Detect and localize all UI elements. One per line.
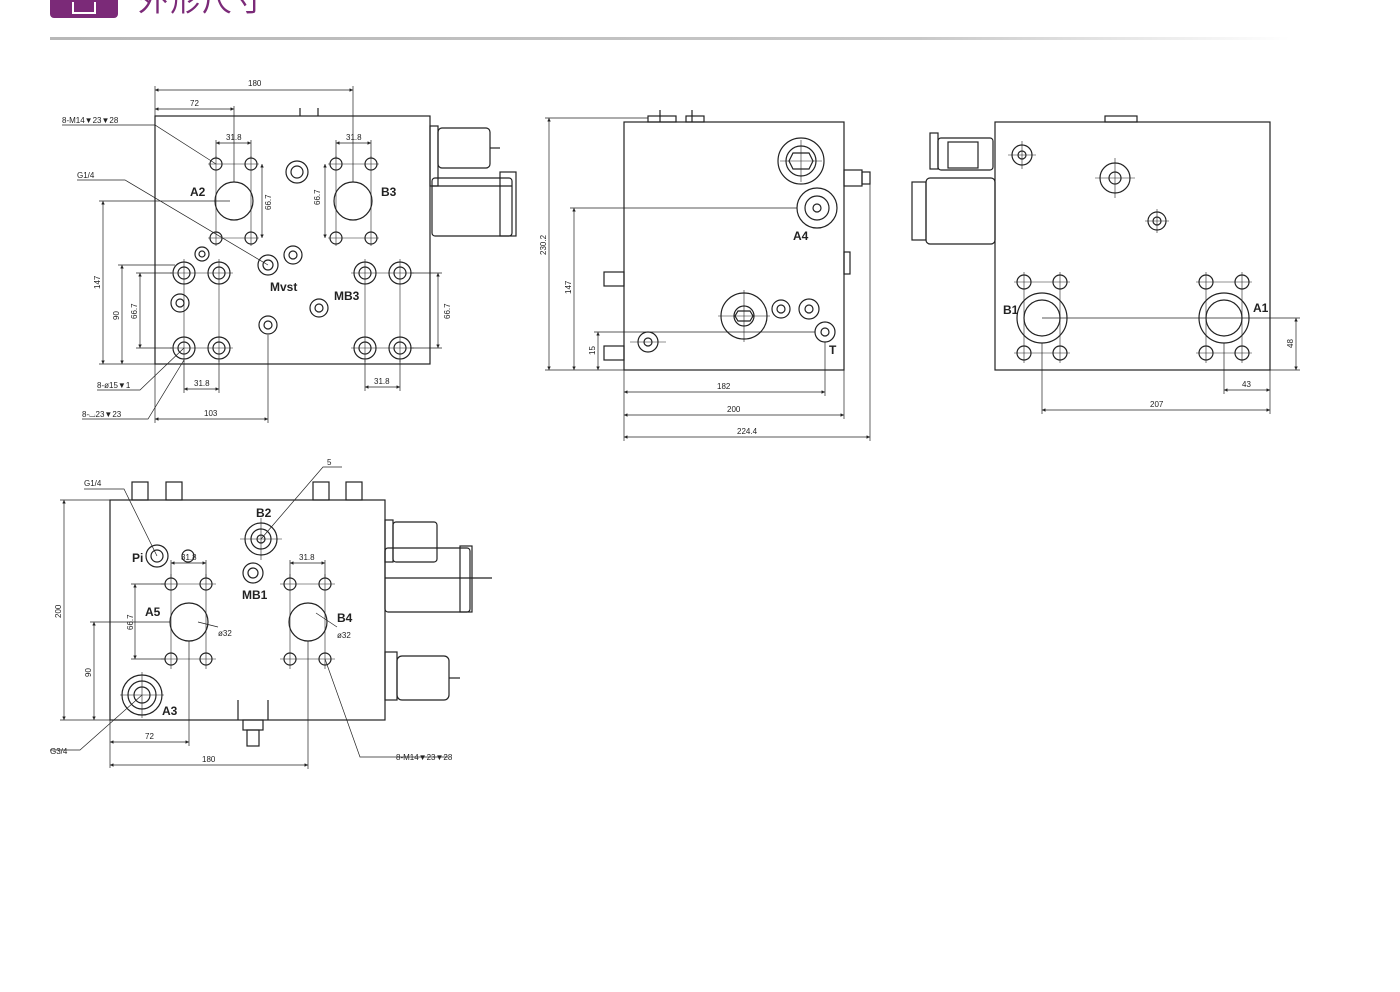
- side-dim-230-2: 230.2: [539, 234, 548, 255]
- top-dim-72: 72: [145, 732, 154, 741]
- top-dim-phi32-b: ø32: [337, 631, 351, 640]
- page-title: 外形尺寸: [138, 0, 266, 19]
- side-dim-147: 147: [564, 280, 573, 294]
- front-dim-72: 72: [190, 99, 199, 108]
- header-divider: [50, 37, 1290, 40]
- rear-dim-207: 207: [1150, 400, 1164, 409]
- side-dim-200: 200: [727, 405, 741, 414]
- rear-solenoid-body: [925, 177, 996, 245]
- front-dim-66-7-c: 66.7: [130, 303, 139, 319]
- front-dim-66-7-d: 66.7: [443, 303, 452, 319]
- side-dim-15: 15: [588, 346, 597, 355]
- page-header: 外形尺寸: [0, 0, 1400, 48]
- rear-block-outline: [994, 121, 1271, 371]
- front-dim-90: 90: [112, 311, 121, 320]
- top-dim-phi32-a: ø32: [218, 629, 232, 638]
- dimensions-glyph-icon: [72, 2, 96, 14]
- side-block-outline: [623, 121, 845, 371]
- top-dim-180: 180: [202, 755, 216, 764]
- top-note-g14: G1/4: [84, 479, 102, 488]
- front-dim-66-7-b: 66.7: [313, 189, 322, 205]
- side-view: [545, 110, 871, 441]
- front-block-outline: [154, 115, 431, 365]
- port-b3-circle: [333, 181, 373, 221]
- port-label-a3: A3: [162, 704, 178, 718]
- rear-dim-48: 48: [1286, 339, 1295, 348]
- top-dim-5: 5: [327, 458, 332, 467]
- port-label-t: T: [829, 343, 837, 357]
- port-label-b3: B3: [381, 185, 397, 199]
- side-dim-182: 182: [717, 382, 731, 391]
- port-label-b4: B4: [337, 611, 353, 625]
- front-solenoid-body: [431, 177, 513, 237]
- top-dim-31-8-a: 31.8: [181, 553, 197, 562]
- port-label-a2: A2: [190, 185, 206, 199]
- front-solenoid-coil: [437, 127, 491, 169]
- rear-view: [911, 115, 1300, 414]
- port-label-pi: Pi: [132, 551, 143, 565]
- port-label-b2: B2: [256, 506, 272, 520]
- top-note-bolt: 8-M14▼23▼28: [396, 753, 453, 762]
- port-label-mb3: MB3: [334, 289, 360, 303]
- front-dim-31-8-c: 31.8: [194, 379, 210, 388]
- top-dim-66-7: 66.7: [126, 614, 135, 630]
- front-dim-31-8-d: 31.8: [374, 377, 390, 386]
- rear-dim-43: 43: [1242, 380, 1251, 389]
- side-dim-224-4: 224.4: [737, 427, 758, 436]
- port-label-a5: A5: [145, 605, 161, 619]
- top-view: [50, 466, 492, 769]
- front-dim-180: 180: [248, 79, 262, 88]
- top-solenoid-body: [384, 547, 471, 613]
- front-note-g14: G1/4: [77, 171, 95, 180]
- front-note-counterbore: 8-⌴23▼23: [82, 410, 122, 419]
- section-icon: [50, 0, 118, 18]
- port-label-b1: B1: [1003, 303, 1019, 317]
- top-dim-90: 90: [84, 668, 93, 677]
- front-note-bolt: 8-M14▼23▼28: [62, 116, 119, 125]
- front-dim-103: 103: [204, 409, 218, 418]
- front-note-hole15: 8-ø15▼1: [97, 381, 131, 390]
- front-view: [62, 86, 517, 423]
- front-dim-147: 147: [93, 275, 102, 289]
- top-dim-200: 200: [54, 604, 63, 618]
- port-label-mb1: MB1: [242, 588, 268, 602]
- front-dim-31-8-b: 31.8: [346, 133, 362, 142]
- top-dim-31-8-b: 31.8: [299, 553, 315, 562]
- port-label-mvst: Mvst: [270, 280, 297, 294]
- port-label-a4: A4: [793, 229, 809, 243]
- front-dim-31-8-a: 31.8: [226, 133, 242, 142]
- port-label-a1: A1: [1253, 301, 1269, 315]
- front-dim-66-7-a: 66.7: [264, 194, 273, 210]
- top-note-g34: G3/4: [50, 747, 68, 756]
